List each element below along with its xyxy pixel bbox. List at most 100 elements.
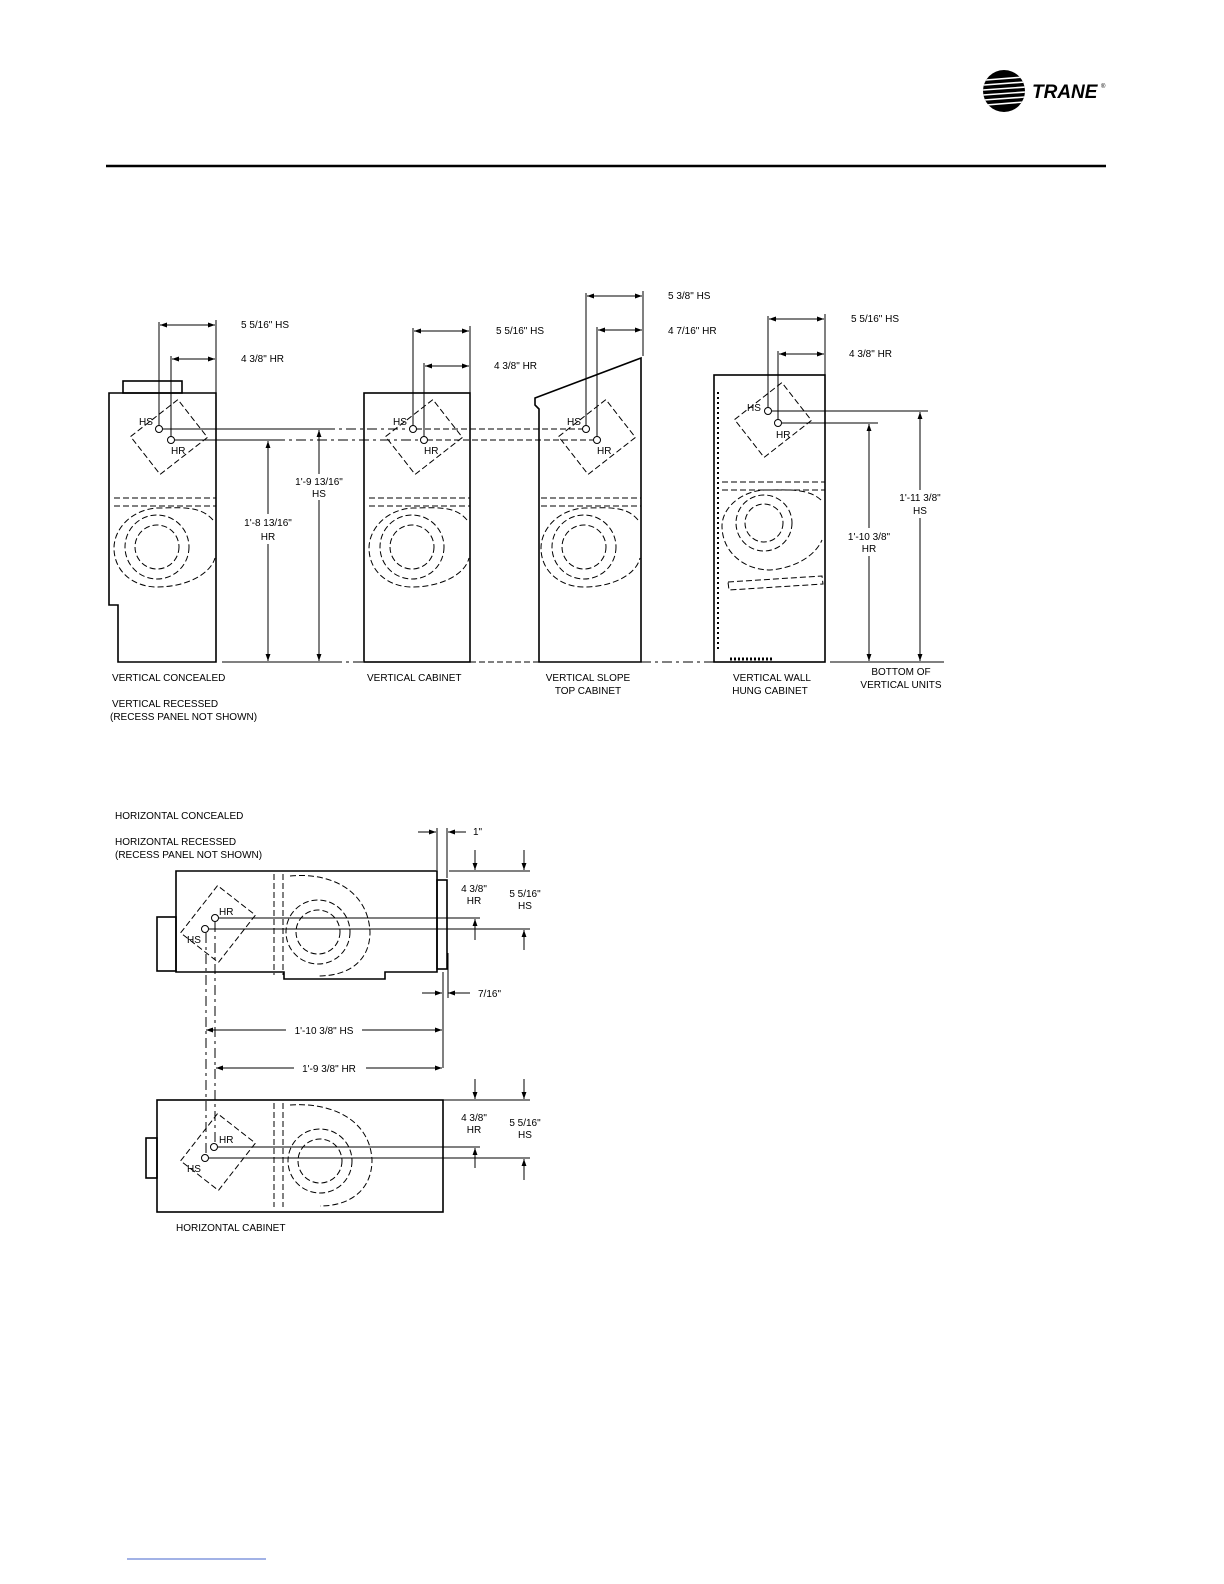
dim-hr-value: 4 3/8" <box>461 884 487 895</box>
fan-wheel <box>735 494 793 552</box>
hs-label: HS <box>187 1164 201 1175</box>
height-hr-tag: HR <box>862 544 876 555</box>
end-flange <box>436 879 448 970</box>
dim-hr-text: 4 3/8" HR <box>494 361 537 372</box>
fan-scroll <box>289 1104 373 1207</box>
fan-wheel-inner <box>134 524 180 570</box>
view-note: (RECESS PANEL NOT SHOWN) <box>110 712 257 723</box>
dim-hs-value: 5 5/16" <box>509 1118 541 1129</box>
hs-connection <box>582 425 590 433</box>
height-hs-value: 1'-9 13/16" <box>295 477 343 488</box>
hs-label: HS <box>393 417 407 428</box>
fan-scroll <box>368 507 470 588</box>
view-vertical-cabinet: HS HR 5 5/16" HS 4 3/8" HR VERTICAL CABI… <box>363 326 544 684</box>
fan-wheel <box>551 514 617 580</box>
view-note: (RECESS PANEL NOT SHOWN) <box>115 850 262 861</box>
hr-connection <box>210 1143 218 1151</box>
dim-top-text: 1" <box>473 827 483 838</box>
view-subtitle: VERTICAL RECESSED <box>112 699 218 710</box>
height-hs-tag: HS <box>913 506 927 517</box>
view-title-line2: HUNG CABINET <box>732 686 808 697</box>
unit-outline <box>156 1099 444 1213</box>
brand-name: TRANE <box>1032 82 1099 103</box>
hs-connection <box>201 1154 209 1162</box>
fan-wheel-inner <box>389 524 435 570</box>
hr-label: HR <box>776 430 790 441</box>
fan-scroll <box>721 489 823 571</box>
height-hs-tag: HS <box>312 489 326 500</box>
fan-wheel-inner <box>744 503 784 543</box>
unit-outline <box>534 356 642 663</box>
view-title: VERTICAL WALL <box>733 673 811 684</box>
side-flange <box>145 1137 158 1179</box>
dim-hs-text: 5 3/8" HS <box>668 291 711 302</box>
fan-scroll <box>113 507 216 588</box>
hr-connection <box>167 436 175 444</box>
height-hs-value: 1'-11 3/8" <box>899 493 941 504</box>
coil-outline <box>384 398 464 476</box>
bottom-note-line2: VERTICAL UNITS <box>860 680 941 691</box>
top-flange <box>122 380 183 394</box>
fan-wheel <box>287 1128 353 1194</box>
coil-outline <box>557 398 637 476</box>
hs-connection <box>155 425 163 433</box>
dim-offset-text: 7/16" <box>478 989 501 1000</box>
side-flange <box>156 916 177 972</box>
view-horizontal-concealed: HORIZONTAL CONCEALED HORIZONTAL RECESSED… <box>115 811 541 1075</box>
hs-connection <box>201 925 209 933</box>
dim-hs-text: 5 5/16" HS <box>241 320 289 331</box>
unit-outline <box>363 392 471 663</box>
trane-logo: TRANE ® <box>983 70 1106 112</box>
fan-scroll <box>289 874 371 977</box>
hr-label: HR <box>219 907 233 918</box>
dim-hs-tag: HS <box>518 1130 532 1141</box>
height-hr-value: 1'-8 13/16" <box>244 518 292 529</box>
dim-hr-tag: HR <box>467 896 481 907</box>
view-title: HORIZONTAL CONCEALED <box>115 811 243 822</box>
dim-hs-value: 5 5/16" <box>509 889 541 900</box>
dim-hs-tag: HS <box>518 901 532 912</box>
length-hs-text: 1'-10 3/8" HS <box>295 1026 354 1037</box>
view-vertical-concealed: HS HR 5 5/16" HS 4 3/8" HR 1'-8 13/16" H… <box>108 320 348 723</box>
view-title: HORIZONTAL CABINET <box>176 1223 285 1234</box>
hs-label: HS <box>139 417 153 428</box>
fan-wheel <box>379 514 445 580</box>
dim-hr-text: 4 7/16" HR <box>668 326 717 337</box>
hs-label: HS <box>747 403 761 414</box>
view-title: VERTICAL CABINET <box>367 673 461 684</box>
hs-label: HS <box>567 417 581 428</box>
hr-label: HR <box>171 446 185 457</box>
bottom-note: BOTTOM OF <box>871 667 930 678</box>
unit-outline <box>175 870 438 980</box>
logo-emblem-icon <box>983 70 1025 112</box>
hr-connection <box>774 419 782 427</box>
dim-hs-text: 5 5/16" HS <box>851 314 899 325</box>
view-title: VERTICAL CONCEALED <box>112 673 225 684</box>
hs-connection <box>409 425 417 433</box>
height-hr-tag: HR <box>261 532 275 543</box>
hr-label: HR <box>597 446 611 457</box>
fan-wheel <box>124 514 190 580</box>
view-subtitle: HORIZONTAL RECESSED <box>115 837 236 848</box>
view-vertical-wall-hung: HS HR 5 5/16" HS 4 3/8" HR 1'-10 3/8" HR… <box>713 314 949 697</box>
fan-wheel-inner <box>297 1138 343 1184</box>
hr-connection <box>211 914 219 922</box>
dim-hr-value: 4 3/8" <box>461 1113 487 1124</box>
fan-wheel-inner <box>295 909 341 955</box>
view-title: VERTICAL SLOPE <box>546 673 631 684</box>
length-hr-text: 1'-9 3/8" HR <box>302 1064 356 1075</box>
hs-label: HS <box>187 935 201 946</box>
hr-label: HR <box>219 1135 233 1146</box>
unit-outline <box>713 374 826 663</box>
view-horizontal-cabinet: HR HS 4 3/8" HR 5 5/16" HS HORIZONTAL CA… <box>145 1079 541 1234</box>
coil-outline <box>179 884 257 964</box>
view-vertical-slope-top: HS HR 5 3/8" HS 4 7/16" HR VERTICAL SLOP… <box>534 291 717 697</box>
hr-label: HR <box>424 446 438 457</box>
registered-mark: ® <box>1101 83 1106 90</box>
coil-outline <box>129 398 209 476</box>
coil-outline <box>733 381 813 459</box>
dim-hr-tag: HR <box>467 1125 481 1136</box>
dim-hr-text: 4 3/8" HR <box>241 354 284 365</box>
fan-wheel <box>285 899 351 965</box>
unit-outline <box>108 392 217 663</box>
